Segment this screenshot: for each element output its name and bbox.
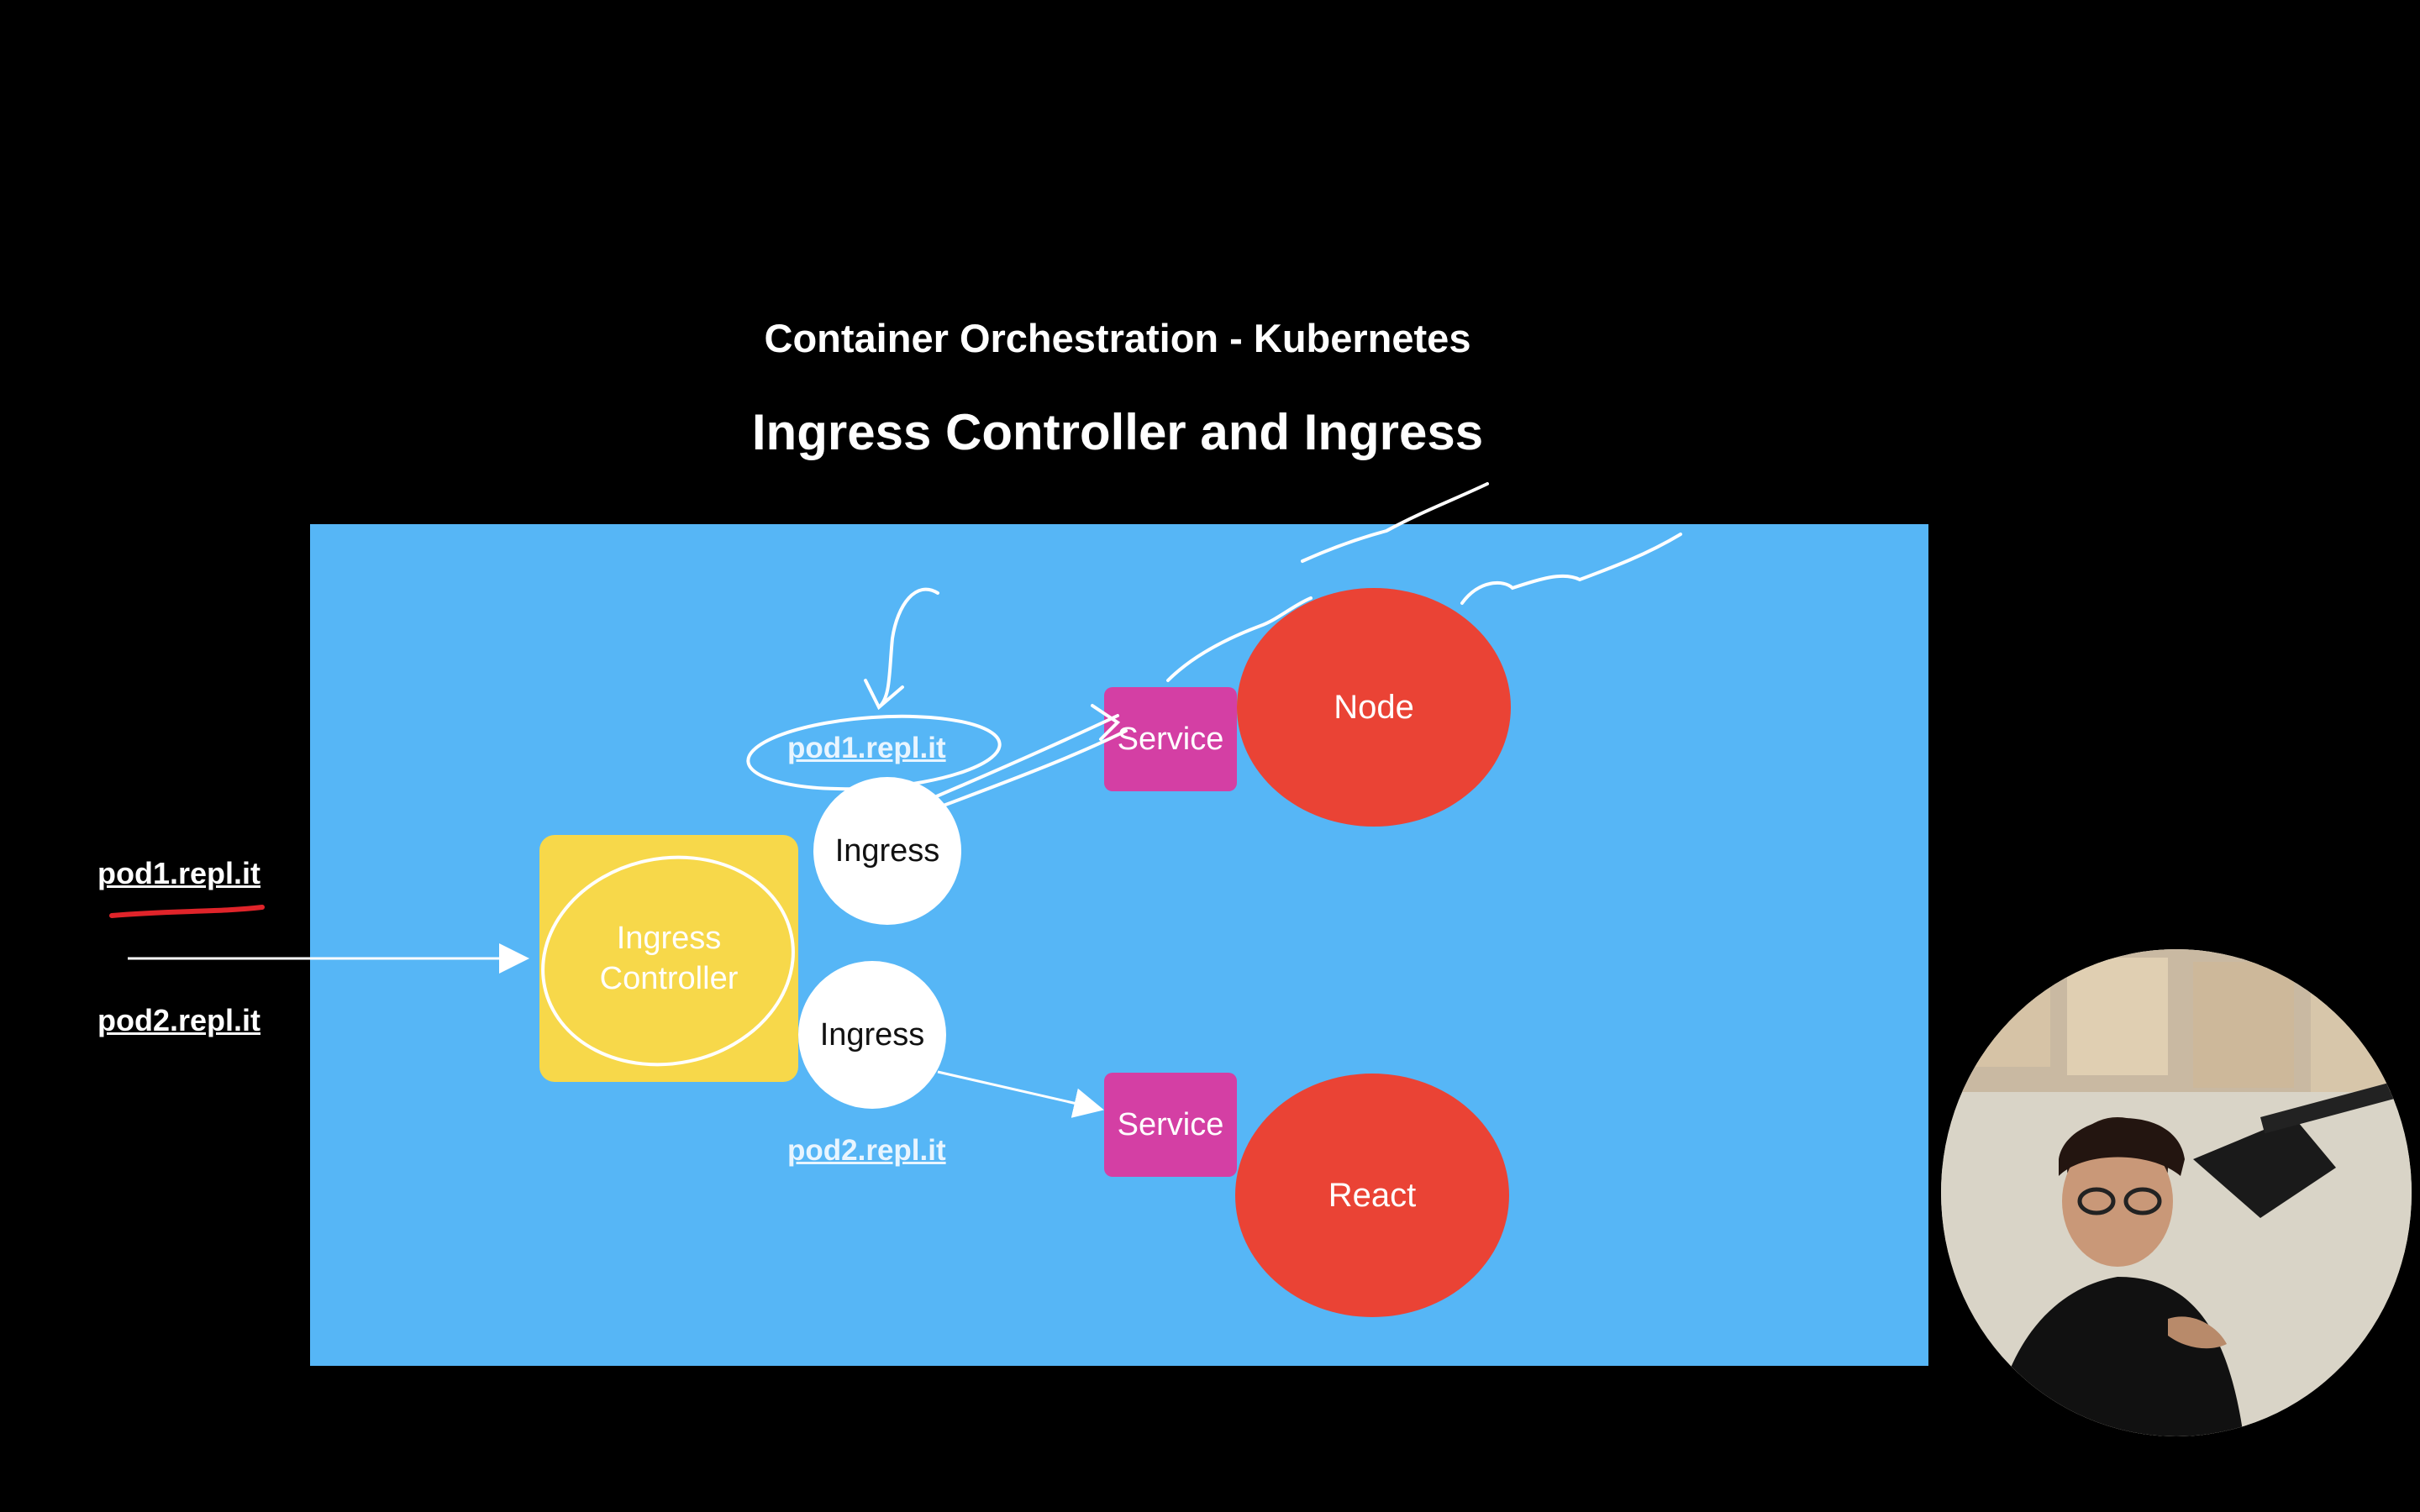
pod-react-label: React [1328, 1176, 1417, 1214]
down-arrow-scribble [864, 587, 939, 711]
presenter-webcam [1941, 949, 2412, 1436]
domain-scribble-oval [746, 714, 1002, 791]
ingress-1-label: Ingress [834, 832, 940, 869]
service-scribble-lines [931, 704, 1128, 808]
ingress2-service-arrow [937, 1070, 1104, 1118]
service-box-2: Service [1104, 1073, 1237, 1177]
controller-label-line1: Ingress [616, 921, 722, 956]
slide-subtitle: Container Orchestration - Kubernetes [764, 316, 1471, 360]
slide-title: Ingress Controller and Ingress [751, 404, 1484, 460]
ingress-1-domain: pod1.repl.it [787, 732, 946, 764]
red-underline [109, 905, 265, 918]
controller-scribble-circle [541, 855, 795, 1067]
ingress-node-1: Ingress [813, 777, 961, 925]
handwriting-scribble-2 [1301, 482, 1489, 563]
ingress-2-domain: pod2.repl.it [787, 1134, 946, 1167]
pod-react-circle: React [1235, 1074, 1509, 1317]
ingress-node-2: Ingress [798, 961, 946, 1109]
handwriting-scribble-3 [1460, 533, 1682, 605]
ingress-2-label: Ingress [819, 1016, 925, 1053]
pod-node-circle: Node [1237, 588, 1511, 827]
handwriting-scribble-1 [1166, 596, 1313, 682]
service-2-label: Service [1117, 1106, 1224, 1142]
pod-node-label: Node [1334, 688, 1414, 726]
controller-label-line2: Controller [599, 961, 739, 996]
host-label-pod2: pod2.repl.it [97, 1003, 261, 1037]
service-1-label: Service [1117, 721, 1224, 757]
service-box-1: Service [1104, 687, 1237, 791]
host-label-pod1: pod1.repl.it [97, 856, 261, 890]
presenter-video-icon [1941, 949, 2412, 1436]
